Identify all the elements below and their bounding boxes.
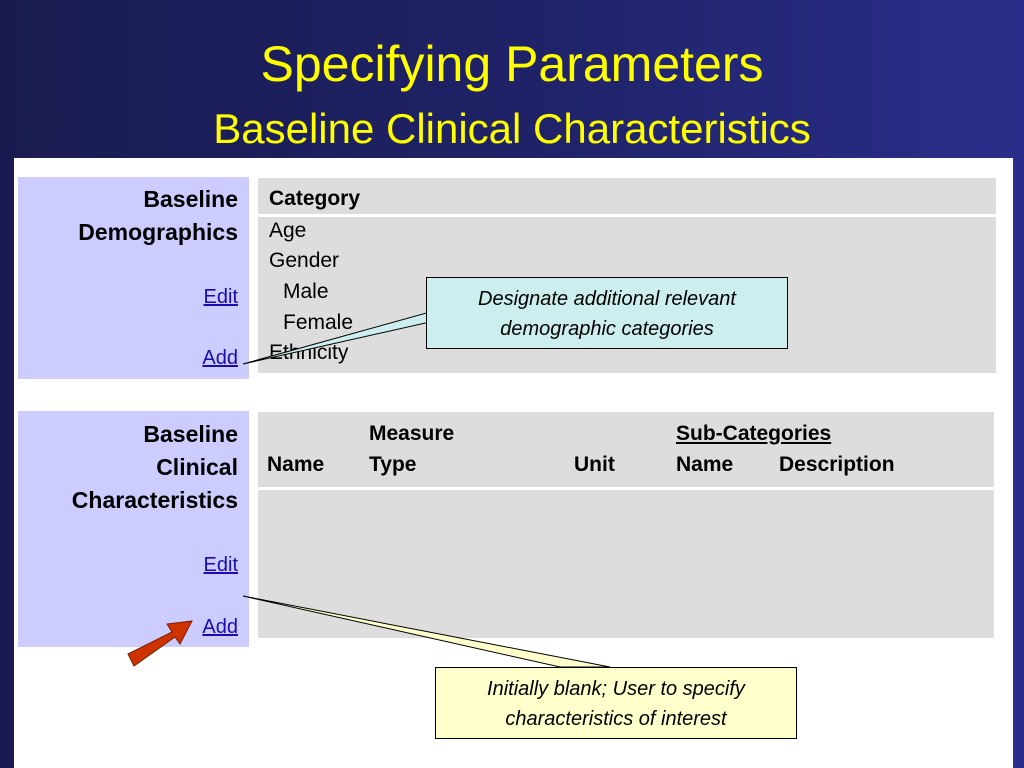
measure-header: Measure (369, 422, 455, 445)
slide-subtitle: Baseline Clinical Characteristics (213, 105, 811, 152)
name-header: Name (267, 453, 325, 476)
demographics-callout-line2: demographic categories (500, 318, 714, 340)
clinical-callout: Initially blank; User to specify charact… (435, 667, 797, 739)
clinical-callout-line1: Initially blank; User to specify (487, 678, 745, 700)
demographics-sidebar: Baseline Demographics Edit Add (18, 177, 249, 379)
slide-title: Specifying Parameters (260, 36, 764, 92)
list-item: Male (283, 280, 329, 303)
list-item: Gender (269, 249, 340, 272)
subcategory-name-header: Name (676, 453, 734, 476)
demographics-label-line1: Baseline (143, 186, 238, 212)
clinical-table: Measure Sub-Categories Name Type Unit Na… (258, 412, 994, 638)
demographics-callout-line1: Designate additional relevant (478, 288, 736, 310)
red-arrow-icon (127, 620, 193, 667)
clinical-add-link[interactable]: Add (202, 616, 238, 638)
clinical-edit-link[interactable]: Edit (203, 554, 238, 576)
list-item: Age (269, 219, 307, 242)
slide-title-area: Specifying Parameters Baseline Clinical … (0, 0, 1024, 160)
demographics-add-link[interactable]: Add (202, 347, 238, 369)
clinical-callout-line2: characteristics of interest (505, 708, 727, 730)
clinical-label-line1: Baseline (143, 421, 238, 447)
type-header: Type (369, 453, 417, 476)
unit-header: Unit (574, 453, 615, 476)
clinical-label-line3: Characteristics (71, 487, 238, 513)
demographics-callout: Designate additional relevant demographi… (426, 277, 788, 349)
description-header: Description (779, 453, 895, 476)
category-header: Category (269, 187, 361, 210)
clinical-callout-pointer (242, 595, 611, 668)
demographics-callout-pointer (242, 311, 431, 365)
clinical-sidebar: Baseline Clinical Characteristics Edit A… (18, 411, 249, 647)
demographics-label-line2: Demographics (78, 219, 238, 245)
clinical-label-line2: Clinical (156, 454, 238, 480)
list-item: Female (283, 311, 354, 334)
list-item: Ethnicity (269, 341, 349, 364)
table-header-divider (258, 214, 996, 217)
subcategories-header: Sub-Categories (676, 422, 832, 445)
table-header-divider (258, 487, 994, 490)
demographics-edit-link[interactable]: Edit (203, 286, 238, 308)
